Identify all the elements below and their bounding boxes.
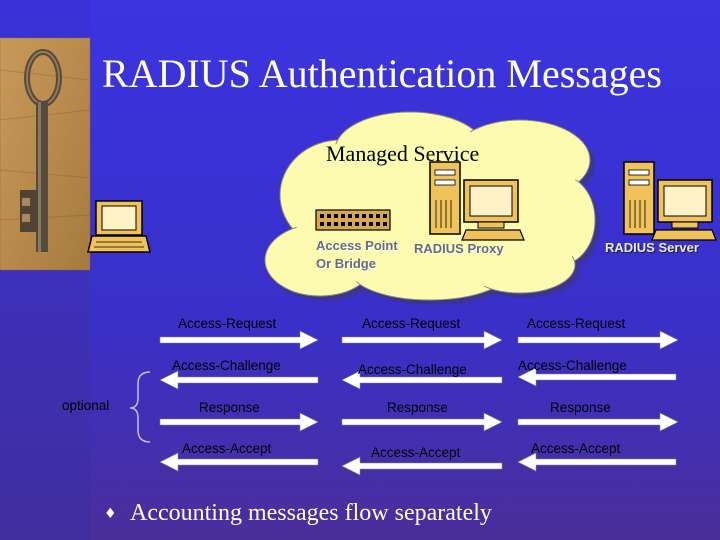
server-label: RADIUS Server [605, 240, 699, 255]
msg-col1-access-challenge: Access-Challenge [172, 358, 281, 373]
brace-icon [129, 371, 151, 443]
bullet-icon: ♦ [104, 506, 117, 522]
switch-icon [315, 209, 391, 231]
msg-col1-access-accept: Access-Accept [182, 441, 272, 456]
key-image [0, 37, 91, 271]
msg-col3-access-challenge: Access-Challenge [518, 358, 627, 373]
msg-col3-response: Response [550, 400, 611, 415]
arrow-right-icon [159, 412, 679, 432]
slide-title: RADIUS Authentication Messages [102, 51, 662, 96]
access-point-label-line1: Access Point [316, 238, 398, 253]
footer-bullet-text: Accounting messages flow separately [130, 500, 492, 526]
msg-col2-access-accept: Access-Accept [371, 445, 461, 460]
msg-col3-access-request: Access-Request [527, 316, 626, 331]
optional-label: optional [62, 398, 110, 413]
cloud-label: Managed Service [326, 141, 480, 166]
server-computer-icon [623, 161, 717, 241]
proxy-computer-icon [429, 161, 525, 241]
msg-col2-access-challenge: Access-Challenge [358, 362, 467, 377]
msg-col1-access-request: Access-Request [178, 316, 277, 331]
arrow-right-icon [159, 330, 679, 350]
msg-col1-response: Response [199, 400, 260, 415]
laptop-icon [87, 200, 151, 253]
msg-col3-access-accept: Access-Accept [531, 441, 621, 456]
arrow-left-icon [159, 367, 677, 390]
access-point-label: Access Point Or Bridge [316, 237, 398, 273]
access-point-label-line2: Or Bridge [316, 256, 376, 271]
proxy-label: RADIUS Proxy [414, 241, 504, 256]
msg-col2-access-request: Access-Request [362, 316, 461, 331]
arrow-left-icon [159, 452, 677, 476]
msg-col2-response: Response [387, 400, 448, 415]
